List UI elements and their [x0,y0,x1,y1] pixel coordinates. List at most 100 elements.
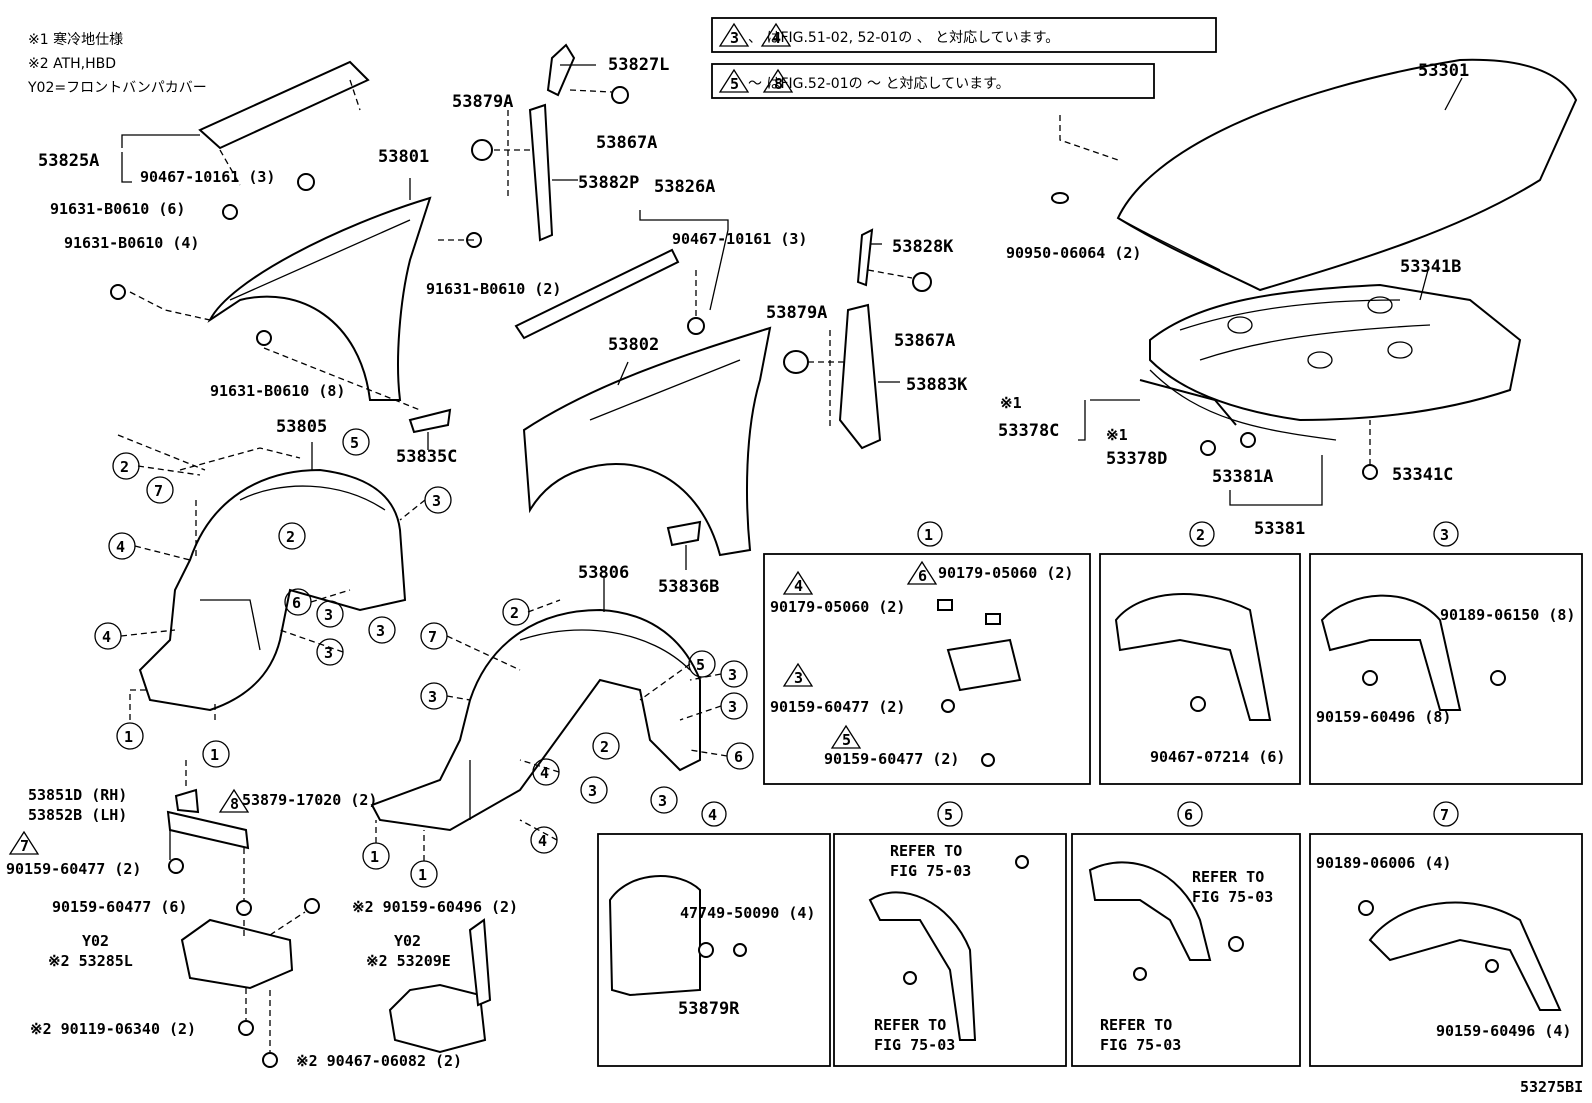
clip-53879-17020 [174,788,200,814]
label-53381A: 53381A [1212,467,1273,487]
note-cold-spec: ※1 寒冷地仕様 [28,31,123,48]
label-91631-4: 91631-B0610 (4) [64,234,199,252]
seal-53883K [838,303,882,450]
bolt-91631-a [222,204,238,220]
svg-text:4: 4 [708,806,717,824]
svg-text:90189-06150 (8): 90189-06150 (8) [1440,606,1575,624]
triangle-7 [8,830,40,855]
svg-text:FIG 75-03: FIG 75-03 [874,1036,955,1054]
label-53378D: 53378D [1106,449,1167,469]
svg-text:7: 7 [154,482,163,500]
svg-text:4: 4 [116,538,125,556]
svg-text:3: 3 [728,666,737,684]
seal-clip-2 [1240,432,1256,448]
note-ath-hbd: ※2 ATH,HBD [28,56,116,72]
triangle-8 [218,788,250,813]
svg-text:REFER TO: REFER TO [1192,868,1264,886]
svg-text:、 はFIG.51-02, 52-01の 、 と対応していま: 、 はFIG.51-02, 52-01の 、 と対応しています。 [748,30,1059,46]
reference-id: 53275BI [1520,1078,1583,1096]
svg-text:5: 5 [944,806,953,824]
clip-53879A-b [783,350,809,374]
label-y02-b: Y02 [394,932,421,950]
insulator-clip [1362,464,1378,480]
hood-panel [1116,58,1578,292]
label-53806: 53806 [578,563,629,583]
screw-90467-a [297,173,315,191]
label-91631-8: 91631-B0610 (8) [210,382,345,400]
svg-text:6: 6 [1184,806,1193,824]
svg-text:2: 2 [286,528,295,546]
svg-text:3: 3 [428,688,437,706]
svg-text:2: 2 [1196,526,1205,544]
label-53825A: 53825A [38,151,99,171]
svg-text:1: 1 [418,866,427,884]
svg-text:3: 3 [1440,526,1449,544]
detail-box-5: 5 REFER TO FIG 75-03 REFER TO FIG 75-03 [833,801,1067,1067]
svg-text:4: 4 [538,832,547,850]
cover-53209E-flange [468,918,492,1007]
svg-text:2: 2 [510,604,519,622]
svg-text:3: 3 [432,492,441,510]
svg-text:2: 2 [600,738,609,756]
svg-text:2: 2 [120,458,129,476]
label-90159-60477-2: 90159-60477 (2) [6,860,141,878]
label-53879-17020: 53879-17020 (2) [242,791,377,809]
label-53801: 53801 [378,147,429,167]
svg-text:4: 4 [794,577,803,595]
svg-text:5: 5 [696,656,705,674]
bracket-53835C [408,408,452,434]
svg-text:7: 7 [20,837,29,855]
svg-text:3: 3 [794,669,803,687]
svg-text:3: 3 [728,698,737,716]
cover-53209E [388,983,487,1054]
label-53802: 53802 [608,335,659,355]
bracket-53827L [546,43,576,97]
hood-insulator [1149,283,1522,422]
label-53285L: ※2 53285L [48,952,133,970]
svg-text:90159-60477 (2): 90159-60477 (2) [770,698,905,716]
svg-text:4: 4 [540,764,549,782]
bracket-53836B [666,520,702,547]
label-note1-b: ※1 [1106,426,1128,444]
svg-text:4: 4 [772,29,781,47]
label-91631-2: 91631-B0610 (2) [426,280,561,298]
detail-box-4: 4 47749-50090 (4) 53879R [597,801,831,1067]
label-53867A-1: 53867A [596,133,657,153]
cover-53285L [180,918,294,990]
label-53828K: 53828K [892,237,954,257]
seal-53882P [528,103,554,242]
label-90467-06082: ※2 90467-06082 (2) [296,1052,462,1070]
clip-53879A-a [471,139,493,161]
hood-seal [1139,379,1237,426]
svg-text:47749-50090 (4): 47749-50090 (4) [680,904,815,922]
clip-53867A-a [611,86,629,104]
label-91631-6: 91631-B0610 (6) [50,200,185,218]
detail-box-1: 1 4 6 3 5 90179-05060 (2) 90179-05060 (2… [763,521,1091,785]
note-box-1: 3 4 、 はFIG.51-02, 52-01の 、 と対応しています。 [711,17,1217,53]
svg-text:1: 1 [370,848,379,866]
detail-box-7: 7 90189-06006 (4) 90159-60496 (4) [1309,801,1583,1067]
bolt-91631-b [110,284,126,300]
svg-text:3: 3 [588,782,597,800]
svg-text:5: 5 [730,75,739,93]
label-53805: 53805 [276,417,327,437]
label-53826A: 53826A [654,177,715,197]
label-90159-60477-6: 90159-60477 (6) [52,898,187,916]
label-53883K: 53883K [906,375,968,395]
svg-text:90467-07214 (6): 90467-07214 (6) [1150,748,1285,766]
part-labels-small: 90467-10161 (3) 91631-B0610 (6) 91631-B0… [6,168,1141,1070]
label-53867A-2: 53867A [894,331,955,351]
seal-53828K [856,228,874,287]
fender-53801 [207,196,432,401]
svg-text:90159-60477 (2): 90159-60477 (2) [824,750,959,768]
svg-text:6: 6 [292,594,301,612]
bolt-91631-d [256,330,272,346]
label-y02-a: Y02 [82,932,109,950]
svg-text:6: 6 [918,567,927,585]
svg-text:3: 3 [658,792,667,810]
bolt-90159-60477-a [168,858,184,874]
svg-text:3: 3 [730,29,739,47]
label-90950: 90950-06064 (2) [1006,244,1141,262]
label-53879A-1: 53879A [452,92,513,112]
